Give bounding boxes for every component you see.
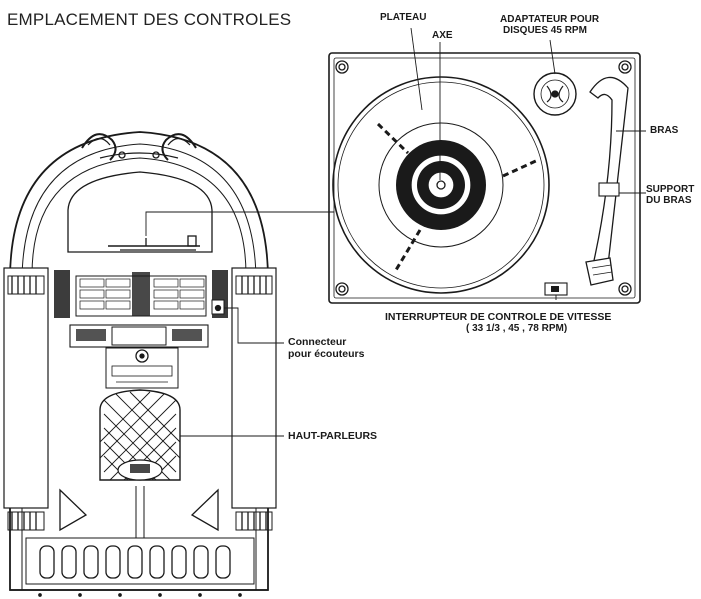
label-support-line2: DU BRAS	[646, 195, 692, 206]
adapter-45rpm	[533, 72, 577, 116]
speed-switch	[544, 282, 568, 296]
label-headphone-line1: Connecteur	[288, 336, 347, 348]
label-adapter-line1: ADAPTATEUR POUR	[500, 14, 600, 25]
arm-rest	[598, 182, 620, 197]
tone-arm	[585, 76, 629, 286]
jukebox-columns	[3, 267, 277, 532]
turntable-base	[328, 52, 641, 304]
label-axe: AXE	[432, 30, 453, 41]
label-support-line1: SUPPORT	[646, 184, 695, 195]
label-speakers: HAUT-PARLEURS	[288, 430, 378, 442]
jukebox-diagram	[3, 131, 277, 597]
lower-vents	[10, 486, 268, 597]
leader-lines	[145, 27, 646, 437]
speaker-grille	[99, 389, 181, 481]
corner-screws	[335, 60, 632, 296]
selection-panel	[54, 270, 228, 318]
label-speed-line1: INTERRUPTEUR DE CONTROLE DE VITESSE	[385, 311, 612, 323]
label-speed-line2: ( 33 1/3 , 45 , 78 RPM)	[466, 323, 568, 334]
cd-radio-panel	[69, 324, 209, 389]
label-bras: BRAS	[650, 125, 679, 136]
page-title: EMPLACEMENT DES CONTROLES	[7, 10, 292, 29]
label-plateau: PLATEAU	[380, 12, 427, 23]
platter	[332, 76, 550, 294]
turntable-diagram	[328, 52, 641, 304]
label-adapter-line2: DISQUES 45 RPM	[503, 25, 587, 36]
label-headphone-line2: pour écouteurs	[288, 348, 365, 360]
